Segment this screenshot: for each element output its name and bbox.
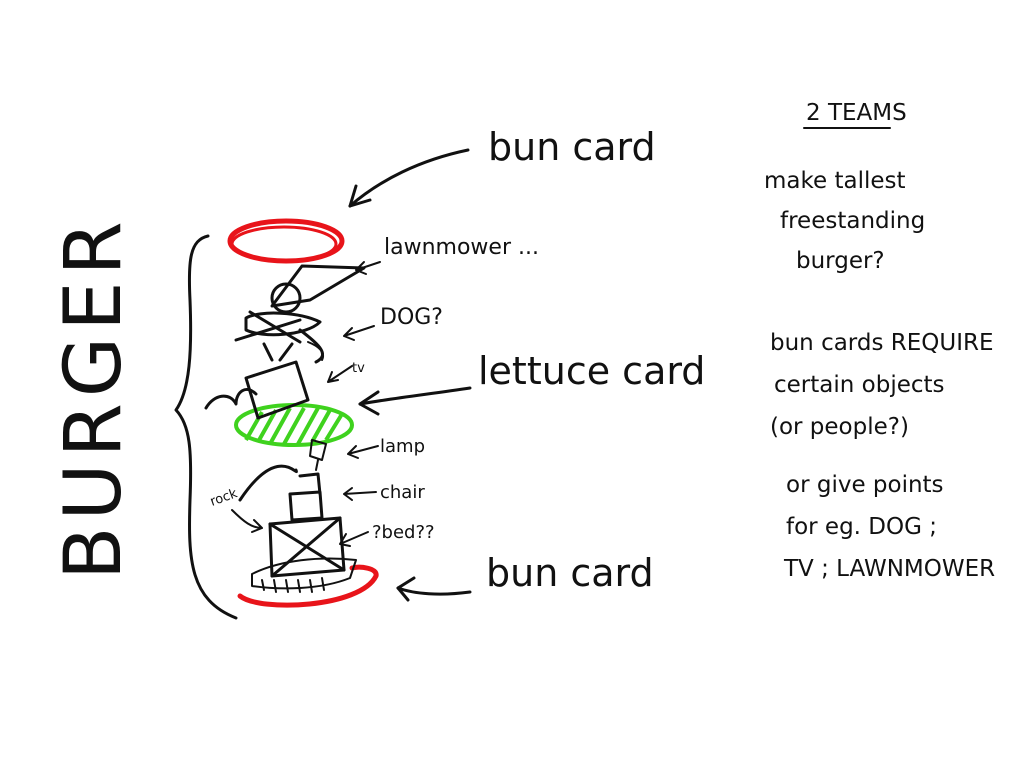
label-dog: DOG? (380, 305, 443, 330)
notes-line-5: certain objects (774, 372, 945, 398)
arrow-lawnmower (355, 261, 381, 275)
burger-title: BURGER (49, 215, 139, 580)
notes-line-7: or give points (786, 472, 944, 498)
tv-drawing (244, 360, 310, 420)
lawnmower-drawing (270, 264, 366, 308)
bottom-bun (237, 564, 379, 608)
arrow-bun-card-bottom (396, 586, 472, 596)
label-bun-card-top: bun card (488, 125, 656, 169)
label-lawnmower: lawnmower ... (384, 235, 539, 260)
notes-line-4: bun cards REQUIRE (770, 330, 994, 356)
arrow-chair (343, 487, 377, 501)
arrow-dog (343, 325, 375, 341)
lettuce-layer (234, 403, 354, 447)
label-tv: tv (352, 361, 365, 376)
label-bed: ?bed?? (372, 522, 435, 543)
label-lamp: lamp (380, 436, 425, 457)
notes-line-2: freestanding (780, 208, 925, 234)
dog-drawing (270, 282, 302, 314)
notes-heading: 2 TEAMS (806, 100, 907, 126)
arrow-rock (231, 509, 263, 533)
chair-drawing (288, 472, 324, 522)
label-bun-card-bottom: bun card (486, 551, 654, 595)
object-stack (204, 264, 366, 593)
notes-line-6: (or people?) (770, 414, 909, 440)
lamp-drawing (309, 439, 327, 471)
curly-brace (174, 234, 238, 620)
arrows (231, 148, 472, 602)
notes-line-8: for eg. DOG ; (786, 514, 937, 540)
notes-line-3: burger? (796, 248, 885, 274)
arrow-bun-card-top (348, 148, 470, 208)
burger-title-text: BURGER (49, 215, 139, 580)
arrow-tv (327, 365, 353, 383)
label-chair: chair (380, 482, 425, 503)
arrow-bed (339, 531, 369, 547)
label-lettuce-card: lettuce card (478, 349, 705, 393)
notes-panel: 2 TEAMS make tallest freestanding burger… (764, 100, 995, 582)
arrow-lamp (347, 445, 379, 459)
arrow-lettuce-card (358, 386, 472, 406)
top-bun (227, 218, 345, 264)
label-rock: rock (208, 486, 240, 510)
notes-line-1: make tallest (764, 168, 906, 194)
notes-line-9: TV ; LAWNMOWER (783, 556, 995, 582)
